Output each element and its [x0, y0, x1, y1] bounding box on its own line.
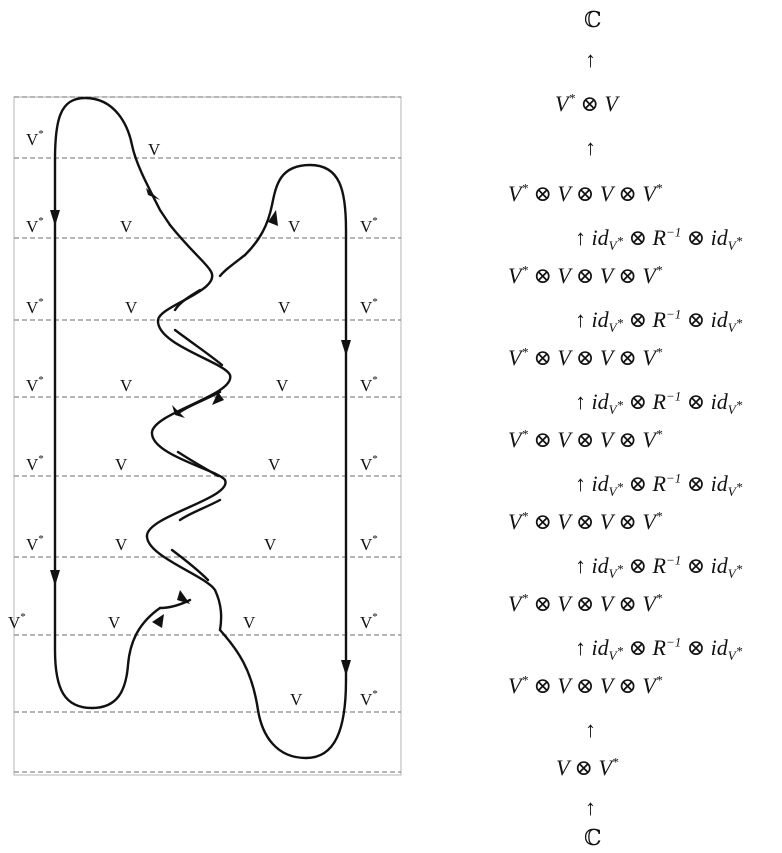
strand-labels: V* V V* V V V* V* V V V* V* V V V* V* V … [8, 128, 378, 709]
arrow-up [152, 614, 164, 628]
strand-right-cap [243, 163, 348, 682]
label-vdual: V* [26, 296, 44, 317]
label-v: V [148, 140, 161, 159]
arrow-down [50, 570, 60, 586]
up-arrow: ↑ [585, 795, 596, 820]
label-v: V [120, 217, 133, 236]
up-arrow: ↑ [585, 135, 596, 160]
label-vdual: V* [26, 215, 44, 236]
label-v: V [108, 613, 121, 632]
label-vdual: V* [360, 533, 378, 554]
label-v: V [125, 298, 138, 317]
up-arrow: ↑ [585, 47, 596, 72]
label-vdual: V* [360, 215, 378, 236]
space-4fold: V* ⊗ V ⊗ V ⊗ V* [508, 672, 663, 698]
map-r-inverse: ↑ idV* ⊗ R−1 ⊗ idV* [575, 306, 743, 336]
space-v-dual-tensor-v: V* ⊗ V [555, 90, 618, 116]
label-v: V [268, 455, 281, 474]
tangle-diagram: V* V V* V V V* V* V V V* V* V V V* V* V … [8, 96, 402, 776]
label-v: V [288, 217, 301, 236]
strand-left-vertical [53, 158, 162, 710]
up-arrow: ↑ [585, 717, 596, 742]
label-v: V [115, 455, 128, 474]
strand-left-outer [53, 96, 172, 227]
space-4fold: V* ⊗ V ⊗ V ⊗ V* [508, 508, 663, 534]
arrow-up [146, 188, 160, 200]
label-vdual: V* [360, 611, 378, 632]
label-vdual: V* [8, 611, 26, 632]
arrow-down [50, 210, 60, 226]
complex-bottom: ℂ [584, 825, 602, 850]
twist-strand-b [158, 253, 247, 610]
space-4fold: V* ⊗ V ⊗ V ⊗ V* [508, 344, 663, 370]
label-v: V [290, 690, 303, 709]
map-r-inverse: ↑ idV* ⊗ R−1 ⊗ idV* [575, 470, 743, 500]
label-vdual: V* [360, 296, 378, 317]
label-vdual: V* [26, 453, 44, 474]
complex-top: ℂ [584, 7, 602, 32]
label-v: V [120, 376, 133, 395]
level-lines [14, 96, 401, 773]
label-vdual: V* [360, 374, 378, 395]
label-v: V [243, 613, 256, 632]
arrow-up [268, 210, 278, 226]
label-vdual: V* [26, 128, 44, 149]
map-r-inverse: ↑ idV* ⊗ R−1 ⊗ idV* [575, 552, 743, 582]
label-vdual: V* [26, 374, 44, 395]
map-r-inverse: ↑ idV* ⊗ R−1 ⊗ idV* [575, 224, 743, 254]
label-v: V [278, 298, 291, 317]
space-4fold: V* ⊗ V ⊗ V ⊗ V* [508, 590, 663, 616]
label-v: V [264, 535, 277, 554]
space-4fold: V* ⊗ V ⊗ V ⊗ V* [508, 180, 663, 206]
label-vdual: V* [26, 533, 44, 554]
label-v: V [276, 376, 289, 395]
arrow-down [341, 660, 351, 676]
arrow-down [341, 340, 351, 356]
map-r-inverse: ↑ idV* ⊗ R−1 ⊗ idV* [575, 388, 743, 418]
label-v: V [115, 535, 128, 554]
label-vdual: V* [360, 453, 378, 474]
space-4fold: V* ⊗ V ⊗ V ⊗ V* [508, 426, 663, 452]
strand-right-bottom [218, 628, 348, 760]
arrow-up [172, 405, 185, 418]
label-vdual: V* [360, 688, 378, 709]
map-r-inverse: ↑ idV* ⊗ R−1 ⊗ idV* [575, 634, 743, 664]
space-4fold: V* ⊗ V ⊗ V ⊗ V* [508, 262, 663, 288]
space-v-tensor-v-dual: V ⊗ V* [556, 754, 619, 780]
arrow-up [177, 590, 190, 604]
arrow-up [212, 392, 224, 405]
orientation-arrows [50, 188, 351, 676]
